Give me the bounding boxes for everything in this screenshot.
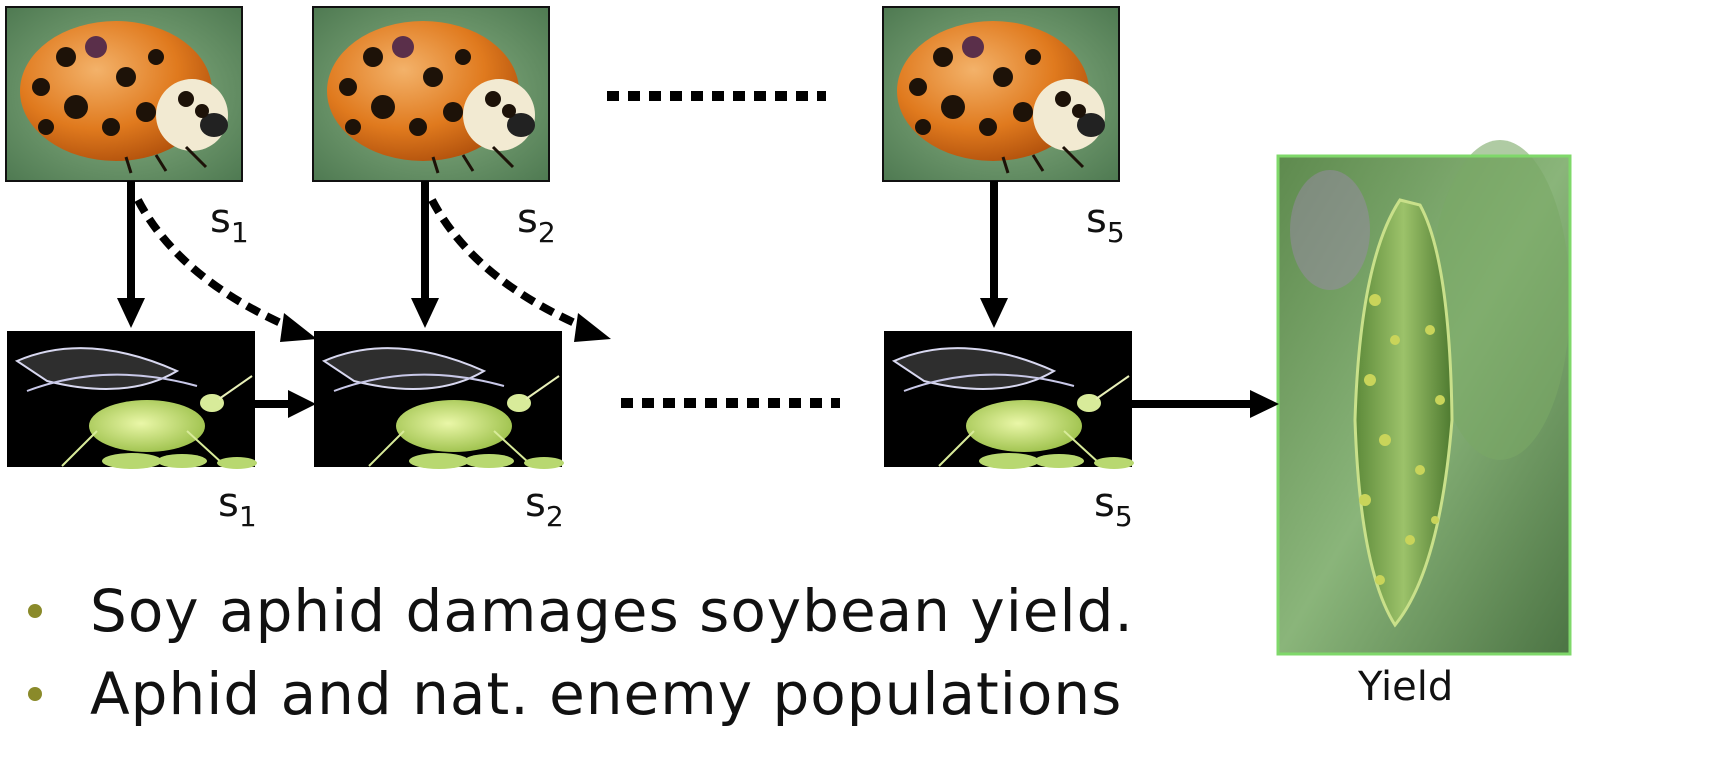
- ladybug-image-s5: [883, 7, 1119, 181]
- arrow-aphid-s5-to-yield: [1132, 390, 1279, 418]
- label-predator-s5: s5: [1086, 196, 1125, 249]
- bullet-text: Aphid and nat. enemy populations: [90, 660, 1122, 728]
- bullet-text: Soy aphid damages soybean yield.: [90, 577, 1134, 645]
- ladybug-image-s1: [6, 7, 242, 181]
- arrow-aphid-s1-to-s2: [255, 390, 316, 418]
- bullet-item-1: Soy aphid damages soybean yield.: [28, 577, 1134, 645]
- label-aphid-s5: s5: [1094, 480, 1133, 533]
- ladybug-image-s2: [313, 7, 549, 181]
- label-aphid-s1: s1: [218, 480, 257, 533]
- soybean-pod-image: [1278, 140, 1570, 654]
- bullet-dot-icon: [28, 687, 42, 701]
- label-aphid-s2: s2: [525, 480, 564, 533]
- aphid-image-s5: [884, 331, 1134, 469]
- arrow-predation-s5: [980, 181, 1008, 328]
- yield-label: Yield: [1358, 664, 1453, 710]
- label-predator-s2: s2: [517, 196, 556, 249]
- label-predator-s1: s1: [210, 196, 249, 249]
- bullet-item-2: Aphid and nat. enemy populations: [28, 660, 1122, 728]
- bullet-dot-icon: [28, 604, 42, 618]
- aphid-image-s2: [314, 331, 564, 469]
- aphid-image-s1: [7, 331, 257, 469]
